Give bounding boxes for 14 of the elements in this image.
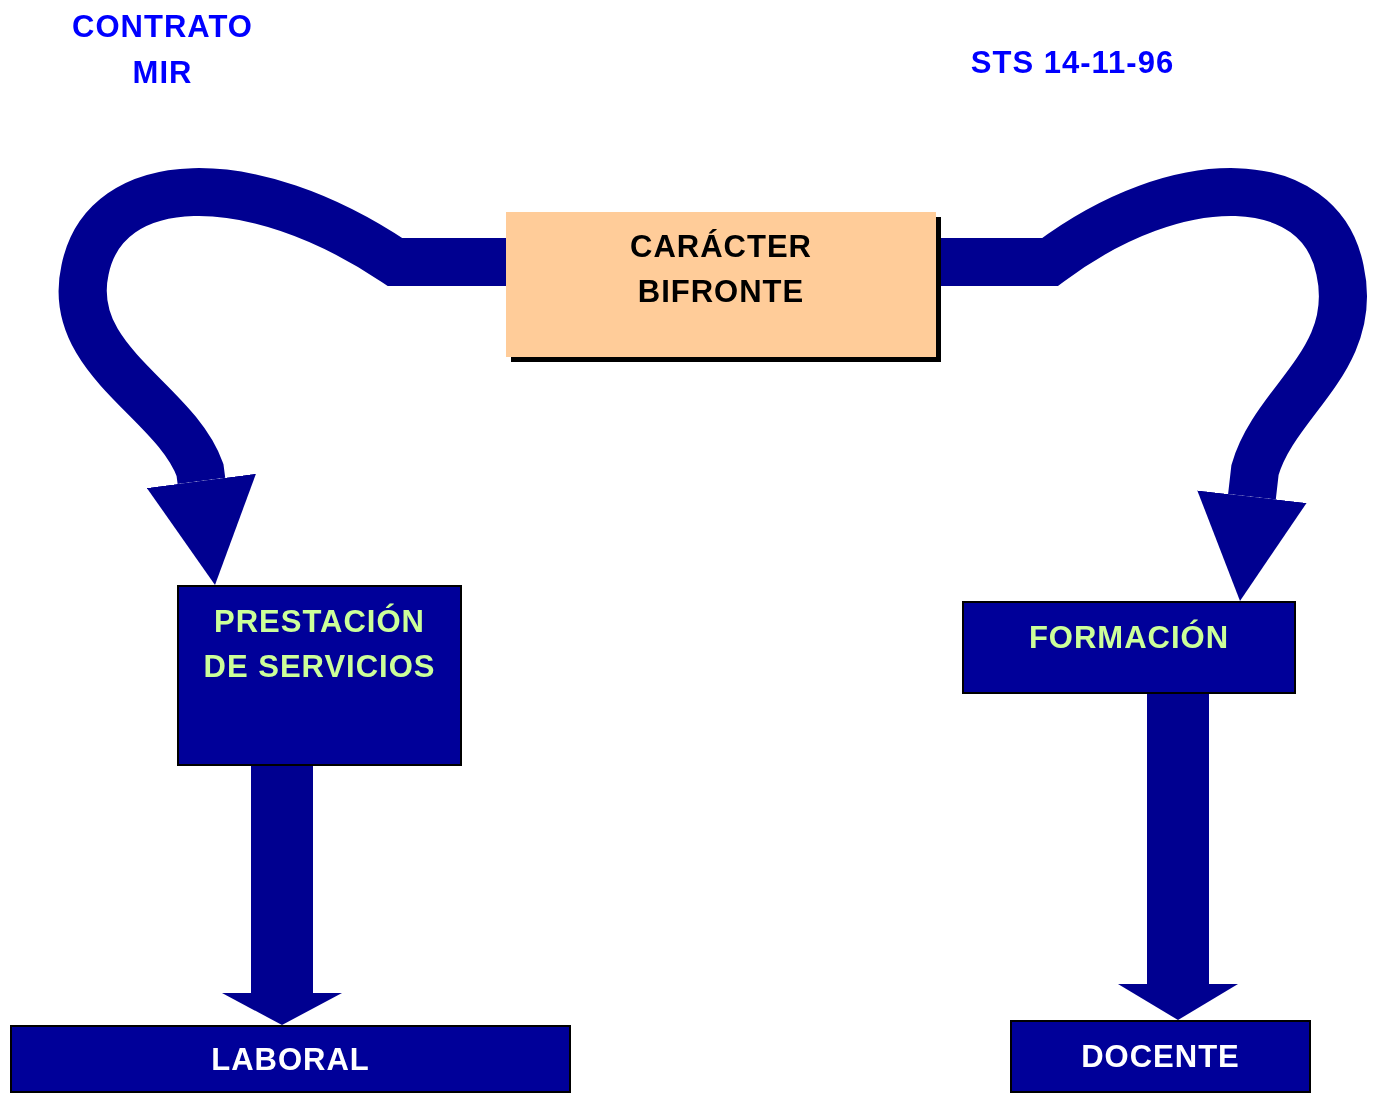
annotation-text: CONTRATO MIR	[71, 8, 254, 92]
process-box	[10, 1025, 571, 1093]
curved-arrow	[58, 168, 506, 585]
process-box	[962, 601, 1296, 694]
node-text: CARÁCTER BIFRONTE	[629, 228, 813, 311]
process-box	[1010, 1020, 1311, 1093]
node-text: FORMACIÓN	[1028, 618, 1230, 657]
annotation-text: STS 14-11-96	[969, 44, 1176, 82]
node-text: LABORAL	[211, 1040, 370, 1079]
node-text: PRESTACIÓN DE SERVICIOS	[202, 602, 437, 686]
node-text: DOCENTE	[1081, 1038, 1240, 1076]
process-box	[177, 585, 462, 766]
block-arrow	[1118, 694, 1238, 1020]
block-arrow	[222, 766, 342, 1025]
